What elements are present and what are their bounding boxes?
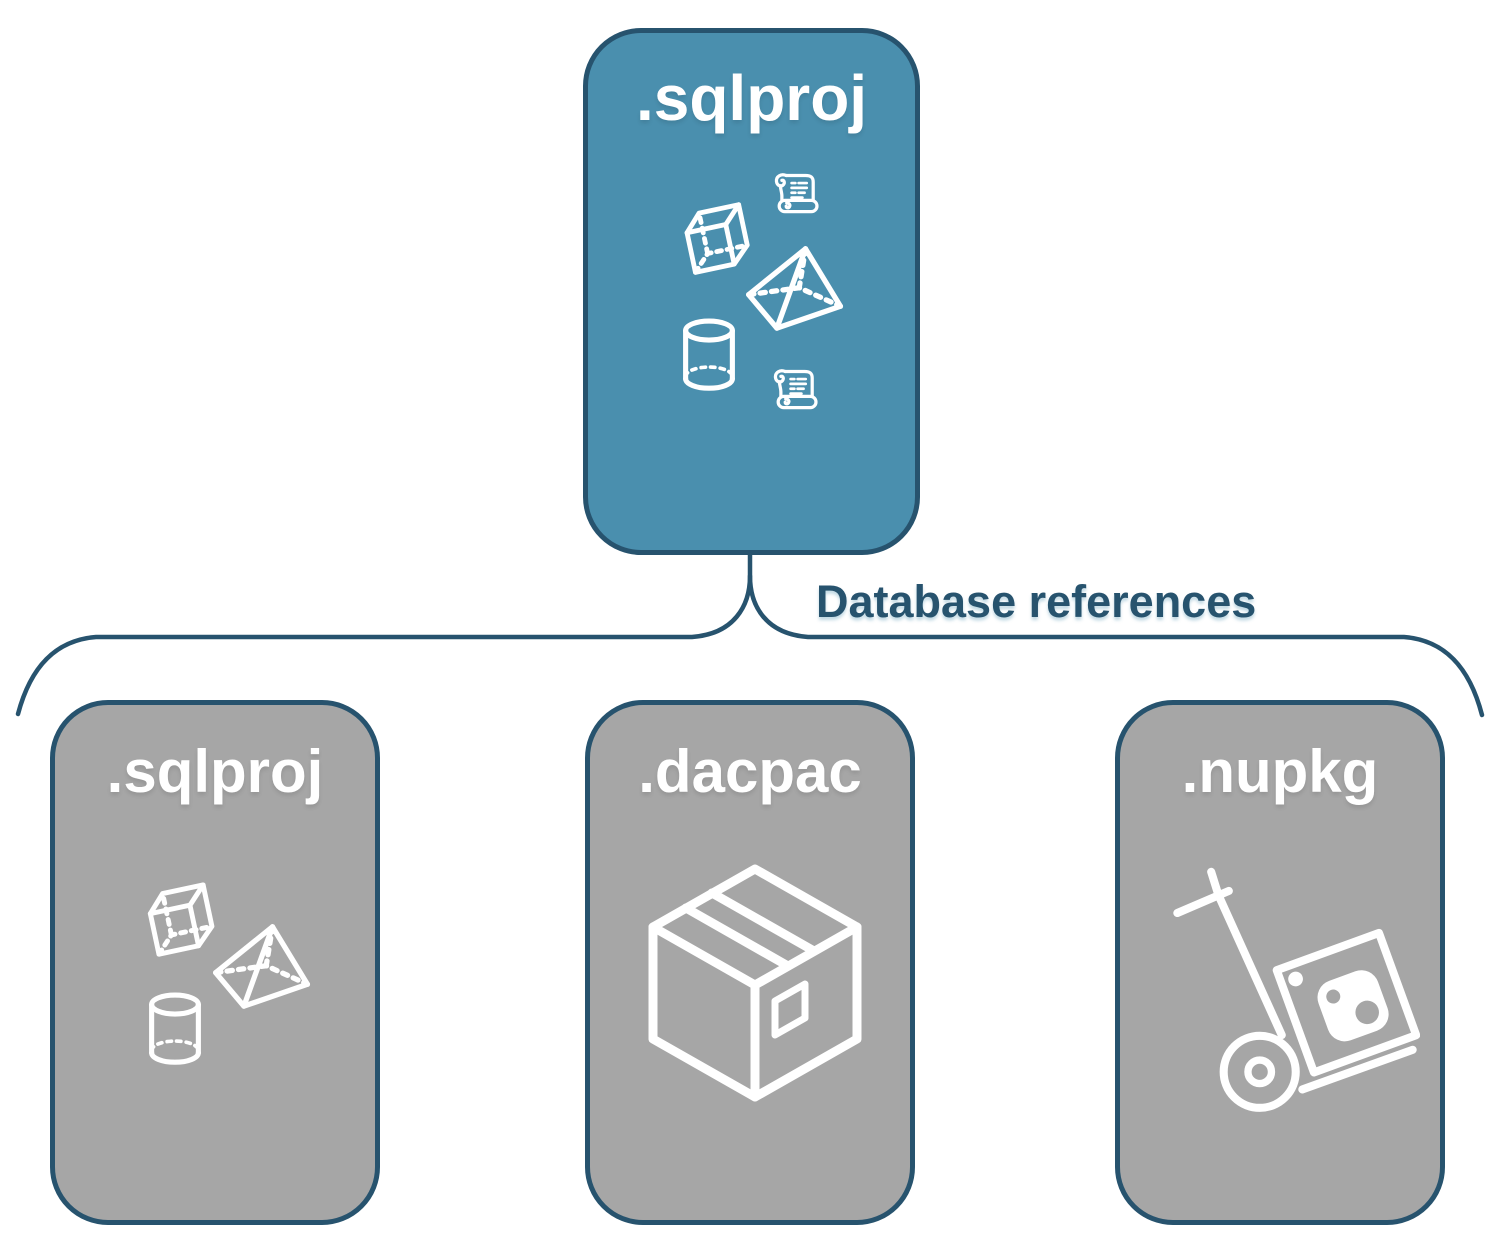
child-box-label: .sqlproj (106, 738, 324, 805)
child-box-dacpac: .dacpac (585, 700, 915, 1225)
hand-truck-handle (1207, 867, 1286, 1040)
connector-label: Database references (816, 576, 1257, 627)
root-box-label: .sqlproj (635, 62, 868, 134)
package-box-icon (648, 864, 862, 1102)
child-box-label: .nupkg (1181, 738, 1379, 805)
hand-truck-rail (1298, 1045, 1417, 1094)
scroll-icon (774, 173, 819, 214)
pyramid-icon (213, 924, 311, 1009)
hand-truck-hub (1244, 1056, 1276, 1088)
scroll-icon (773, 369, 818, 410)
nuget-logo (1317, 970, 1389, 1042)
brace-left-arm (15, 551, 753, 717)
child-box-label: .dacpac (638, 738, 862, 805)
cylinder-icon (683, 318, 735, 391)
hand-truck-wheel (1219, 1031, 1300, 1112)
child-box-nupkg: .nupkg (1115, 700, 1445, 1225)
hand-truck-icon (1173, 867, 1420, 1112)
nuget-package-outline (1272, 928, 1420, 1077)
cube-icon (684, 202, 750, 275)
pyramid-icon (746, 246, 844, 331)
child-box-sqlproj: .sqlproj (50, 700, 380, 1225)
root-box-sqlproj: .sqlproj (583, 28, 920, 555)
nuget-logo-dot (1288, 971, 1303, 987)
cube-icon (147, 882, 215, 957)
cylinder-icon (149, 992, 201, 1065)
